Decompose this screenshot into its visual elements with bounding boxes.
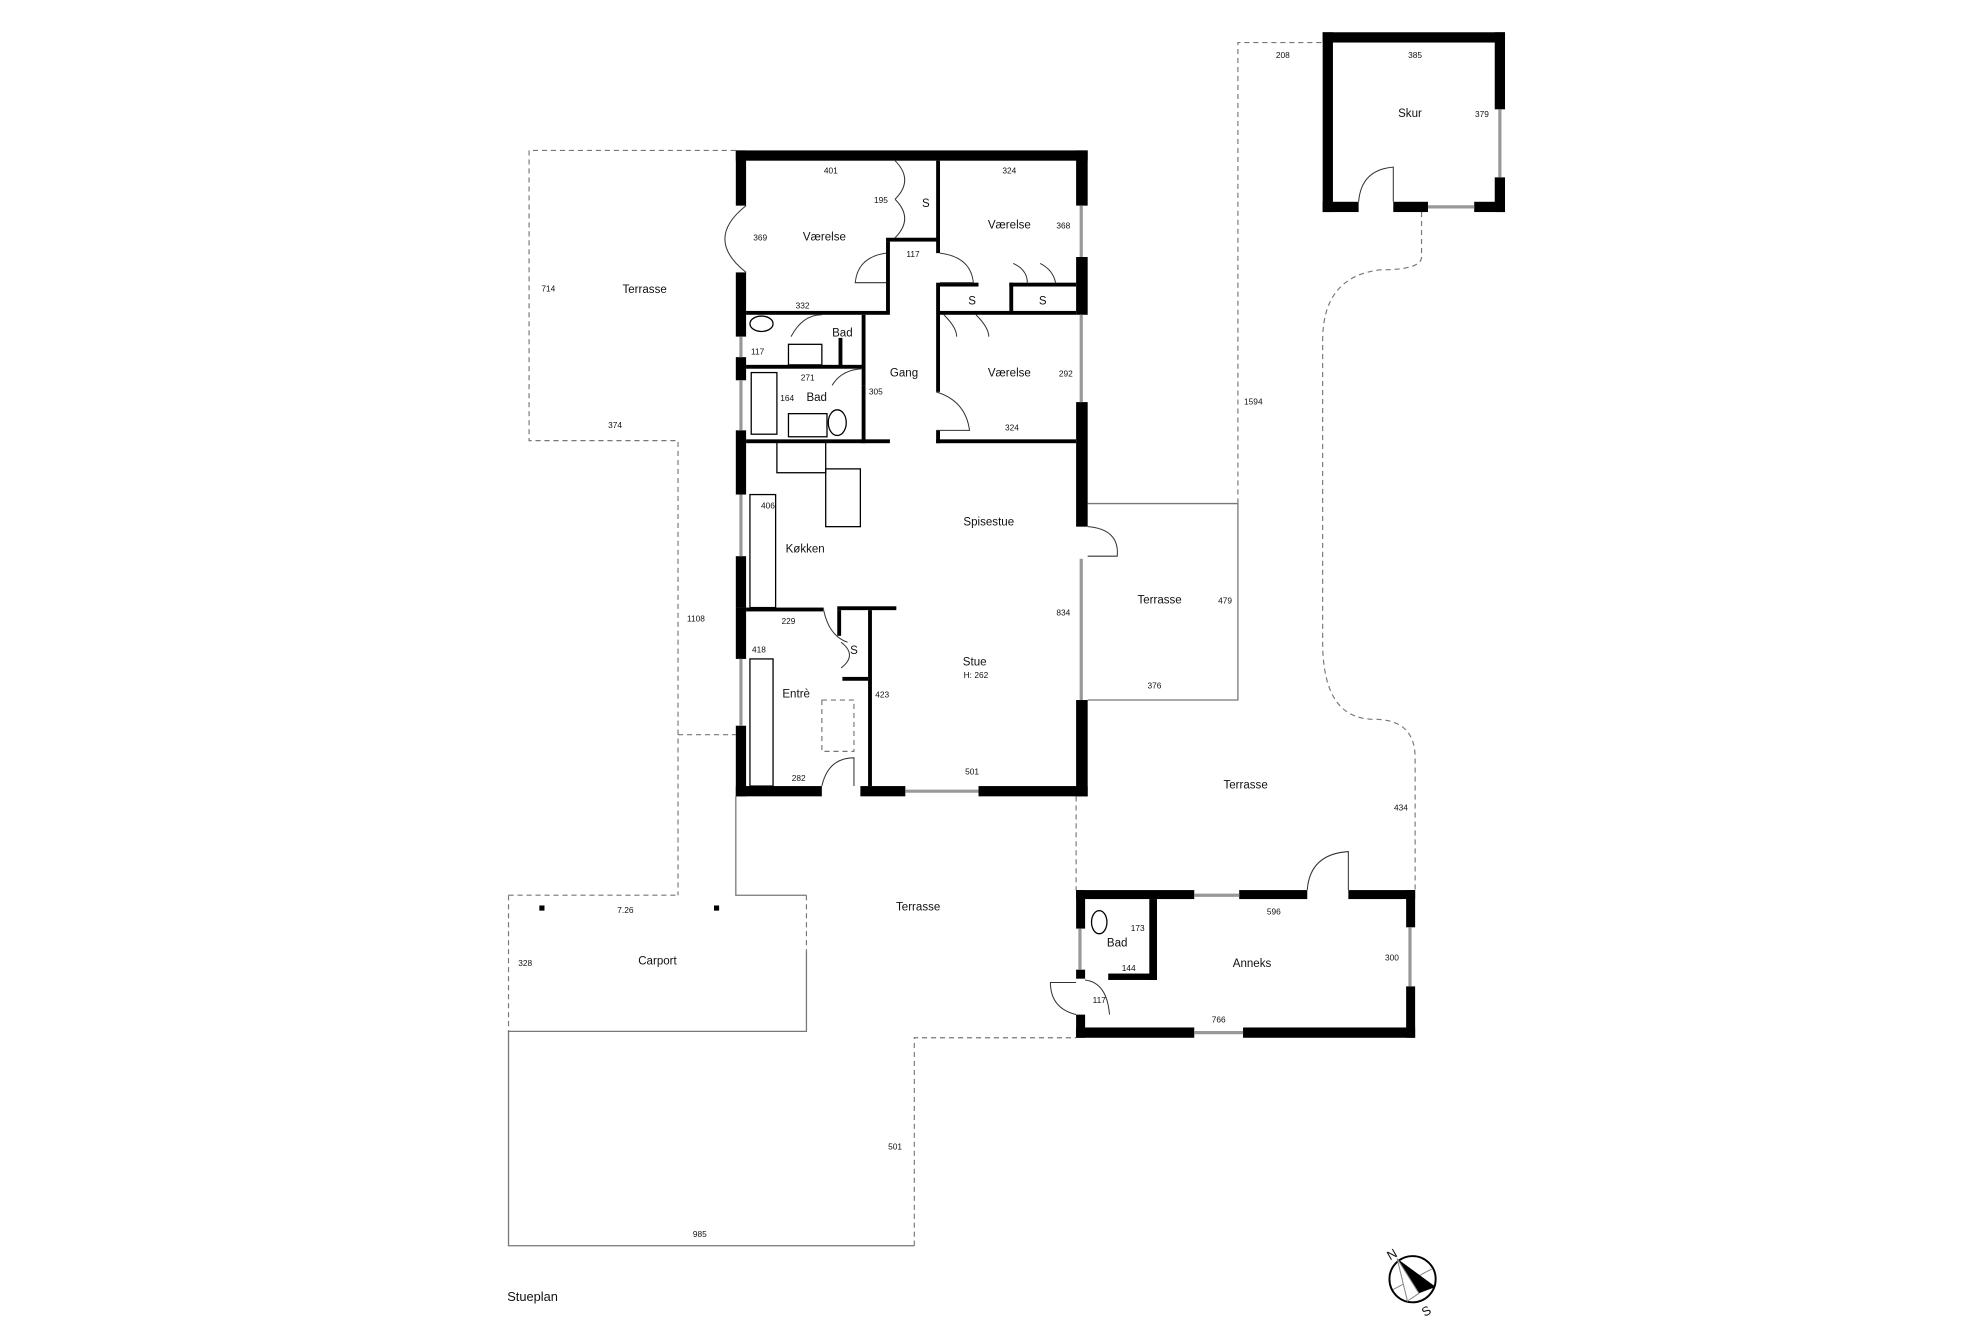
label-bedroom-2: Værelse xyxy=(988,220,1031,232)
dim: 401 xyxy=(824,166,838,176)
dim: 173 xyxy=(1131,923,1145,933)
dim: 1108 xyxy=(687,614,705,624)
label-annex-bath: Bad xyxy=(1107,938,1128,950)
label-entry: Entrè xyxy=(782,688,810,700)
dim: 714 xyxy=(541,284,555,294)
label-terrace-west: Terrasse xyxy=(622,284,666,296)
plan-title: Stueplan xyxy=(507,1289,558,1304)
dim: 324 xyxy=(1005,422,1019,432)
dim: 374 xyxy=(608,420,622,430)
dim: 418 xyxy=(752,645,766,655)
dim: 144 xyxy=(1122,963,1136,973)
dim: 596 xyxy=(1267,906,1281,916)
compass-south: S xyxy=(1419,1302,1434,1319)
label-closet: S xyxy=(922,198,930,210)
dim: 501 xyxy=(888,1141,902,1151)
dim: 1594 xyxy=(1244,397,1263,407)
dim: 195 xyxy=(874,195,888,205)
dim: 985 xyxy=(693,1229,707,1239)
dim: 379 xyxy=(1475,109,1489,119)
shed-walls xyxy=(1322,32,1506,213)
dim: 7.26 xyxy=(617,905,634,915)
label-bath-1: Bad xyxy=(832,328,853,340)
dim: 385 xyxy=(1408,50,1422,60)
label-terrace-east: Terrasse xyxy=(1137,595,1181,607)
dim: 328 xyxy=(518,958,532,968)
dim: 117 xyxy=(1093,995,1107,1005)
dim: 766 xyxy=(1212,1014,1226,1024)
dim: 501 xyxy=(965,767,979,777)
terrace-outlines xyxy=(507,41,1423,1247)
dim: 406 xyxy=(761,501,775,511)
label-hallway: Gang xyxy=(890,367,918,379)
dim: 300 xyxy=(1385,953,1399,963)
label-bedroom-3: Værelse xyxy=(988,367,1031,379)
label-closet: S xyxy=(1039,296,1047,308)
ceiling-height: H: 262 xyxy=(964,670,989,680)
dim: 368 xyxy=(1056,221,1070,231)
dim: 117 xyxy=(906,249,920,259)
label-bath-2: Bad xyxy=(806,392,827,404)
dim: 332 xyxy=(796,300,810,310)
label-carport: Carport xyxy=(638,956,677,968)
label-annex: Anneks xyxy=(1233,958,1272,970)
label-shed: Skur xyxy=(1398,108,1422,120)
label-living: Stue xyxy=(963,656,987,668)
dim: 164 xyxy=(780,393,794,403)
dim: 117 xyxy=(751,347,765,357)
label-terrace-south: Terrasse xyxy=(896,902,940,914)
label-closet: S xyxy=(850,645,858,657)
room-labels: Terrasse 714 374 1108 Værelse 401 369 33… xyxy=(518,50,1489,1239)
dim: 208 xyxy=(1276,50,1290,60)
dim: 324 xyxy=(1002,166,1016,176)
dim: 271 xyxy=(801,372,815,382)
label-closet: S xyxy=(968,296,976,308)
dim: 423 xyxy=(875,689,889,699)
dim: 292 xyxy=(1059,368,1073,378)
compass-icon: N S xyxy=(1384,1245,1437,1320)
annex-walls xyxy=(1049,851,1416,1038)
dim: 369 xyxy=(753,232,767,242)
dim: 229 xyxy=(782,616,796,626)
dim: 376 xyxy=(1147,680,1161,690)
dim: 305 xyxy=(869,386,883,396)
dim: 282 xyxy=(792,773,806,783)
dim: 834 xyxy=(1056,607,1070,617)
dim: 434 xyxy=(1394,802,1408,812)
main-house-walls xyxy=(724,150,1118,797)
dim: 479 xyxy=(1218,596,1232,606)
label-bedroom-1: Værelse xyxy=(803,231,846,243)
label-terrace-south-east: Terrasse xyxy=(1223,780,1267,792)
label-kitchen: Køkken xyxy=(786,543,825,555)
label-dining: Spisestue xyxy=(963,516,1014,528)
